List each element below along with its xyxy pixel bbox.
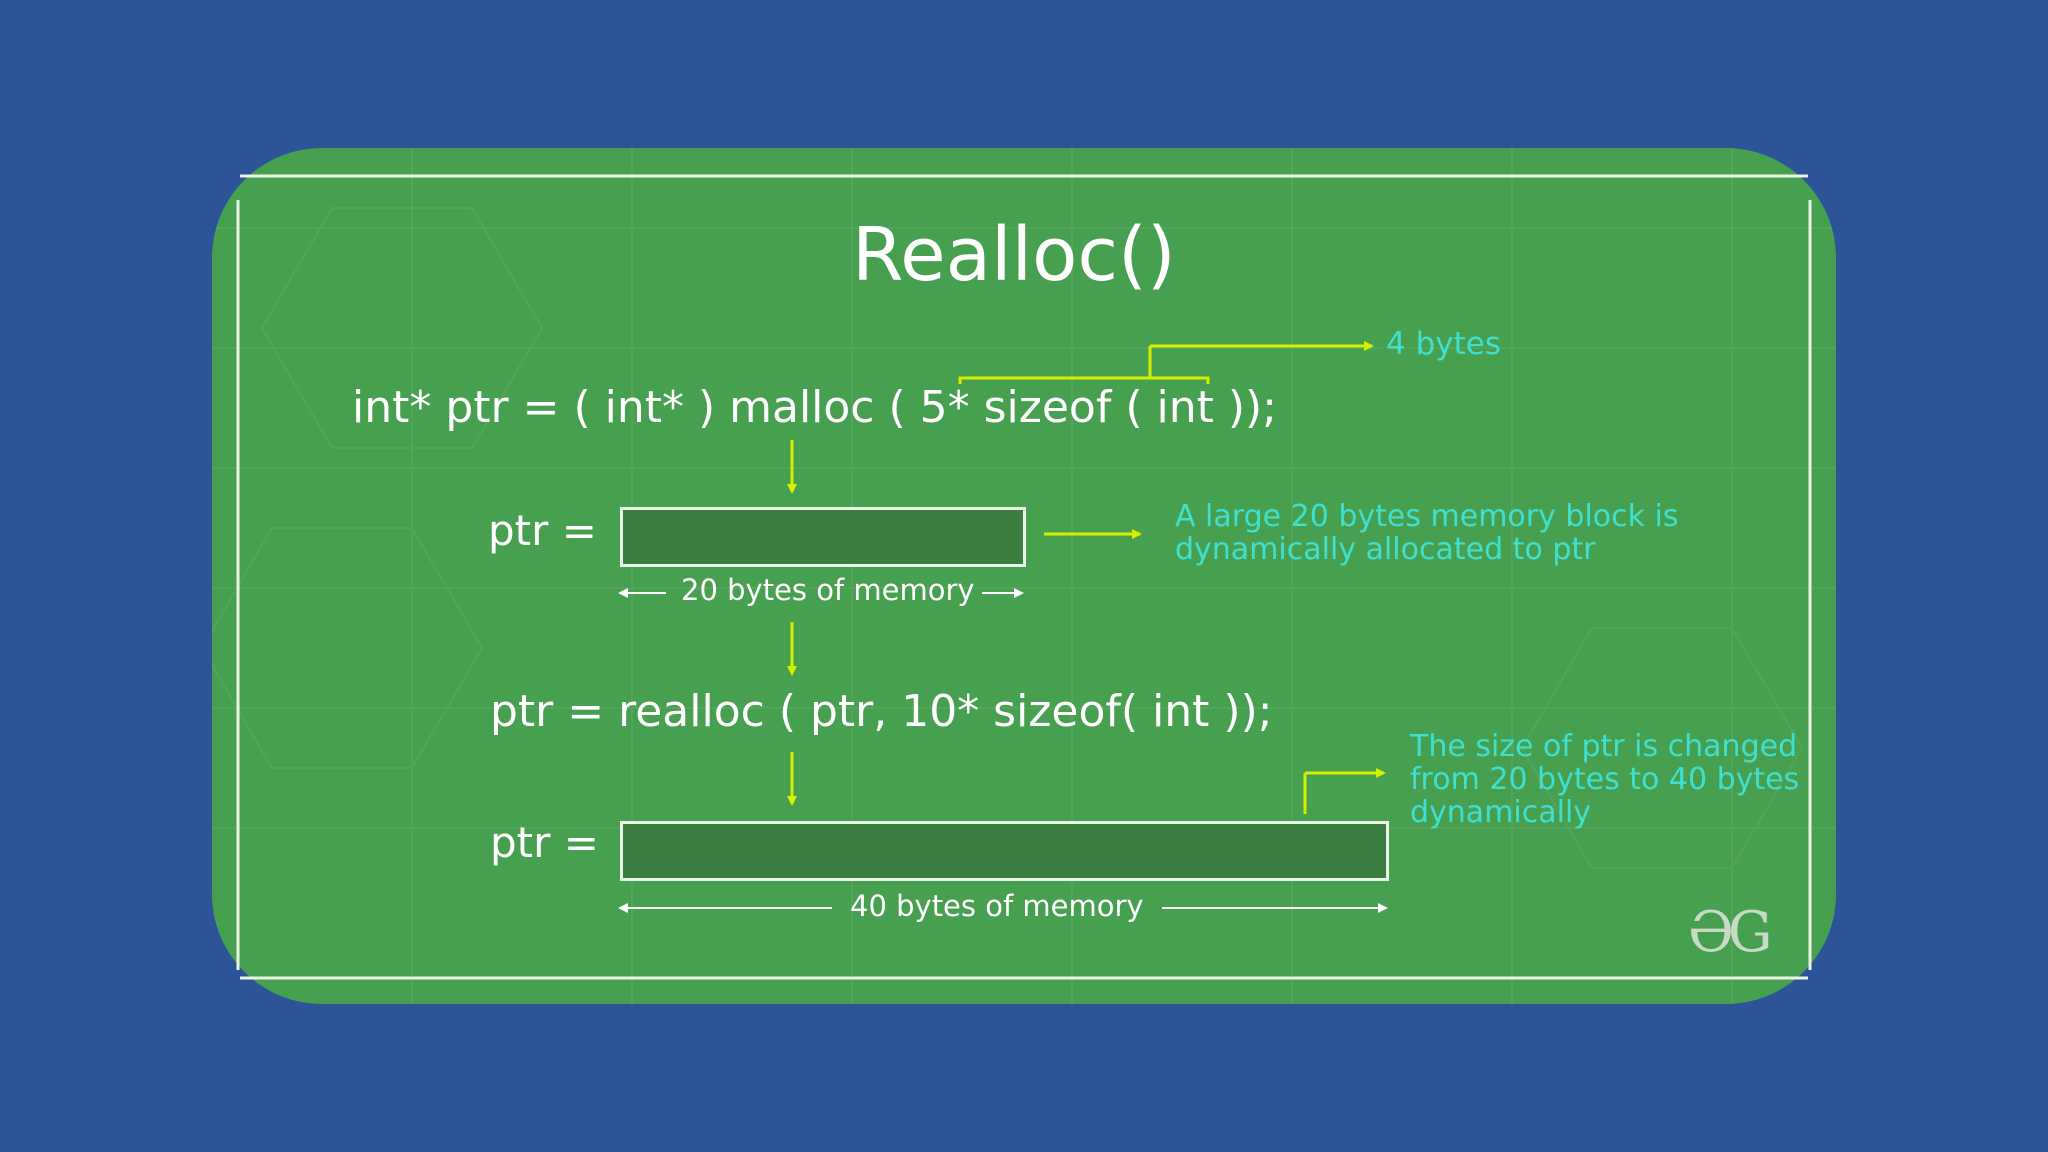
malloc-code-line: int* ptr = ( int* ) malloc ( 5* sizeof (… bbox=[352, 382, 1277, 433]
gfg-logo: ƏG bbox=[1688, 900, 1773, 965]
card-frame bbox=[236, 174, 1812, 980]
realloc-code-line: ptr = realloc ( ptr, 10* sizeof( int )); bbox=[490, 686, 1273, 737]
malloc-note: A large 20 bytes memory block is dynamic… bbox=[1175, 500, 1679, 566]
memory-block-20-bytes bbox=[620, 507, 1026, 567]
memory-block-40-bytes bbox=[620, 821, 1389, 881]
realloc-note-line-2: from 20 bytes to 40 bytes bbox=[1410, 762, 1800, 797]
realloc-note-line-3: dynamically bbox=[1410, 795, 1592, 830]
note-arrow-2 bbox=[1303, 768, 1386, 814]
malloc-note-line-1: A large 20 bytes memory block is bbox=[1175, 499, 1679, 534]
realloc-note-line-1: The size of ptr is changed bbox=[1410, 729, 1798, 764]
diagram-title: Realloc() bbox=[852, 212, 1176, 298]
ptr-label-1: ptr = bbox=[488, 506, 597, 555]
int-size-note: 4 bytes bbox=[1386, 326, 1501, 362]
ptr-label-2: ptr = bbox=[490, 818, 599, 867]
malloc-note-line-2: dynamically allocated to ptr bbox=[1175, 532, 1596, 567]
memory-label-40: 40 bytes of memory bbox=[850, 889, 1144, 923]
memory-label-20: 20 bytes of memory bbox=[681, 573, 975, 607]
sizeof-bracket bbox=[958, 341, 1374, 384]
realloc-note: The size of ptr is changed from 20 bytes… bbox=[1410, 730, 1799, 829]
